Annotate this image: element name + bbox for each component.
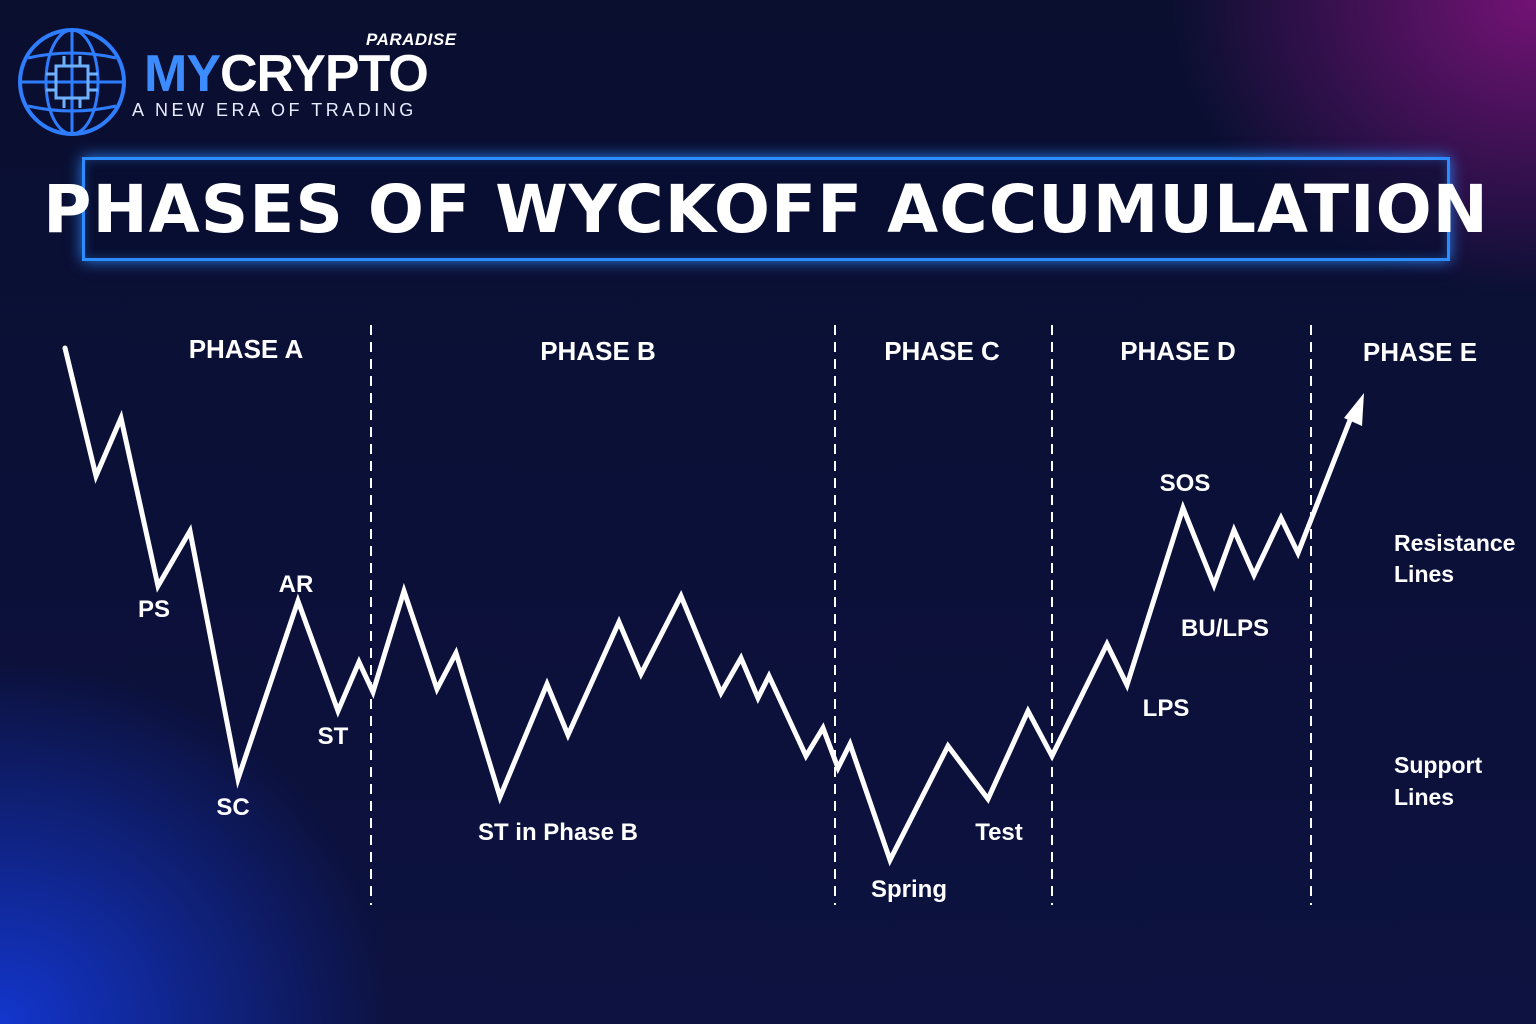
brand-name-part2: CRYPTO <box>220 45 429 103</box>
event-label-sos: SOS <box>1160 470 1211 497</box>
event-label-test: Test <box>975 819 1023 846</box>
resistance-legend-line2: Lines <box>1394 561 1454 587</box>
phase-label-c: PHASE C <box>884 336 1000 366</box>
event-label-ps: PS <box>138 596 170 623</box>
price-path <box>62 345 1353 867</box>
resistance-legend-line1: Resistance <box>1394 530 1515 556</box>
phase-label-b: PHASE B <box>540 336 656 366</box>
arrow-head-icon <box>1344 393 1364 426</box>
event-label-spring: Spring <box>871 876 947 903</box>
event-label-ar: AR <box>279 571 314 598</box>
phase-label-a: PHASE A <box>189 334 304 364</box>
brand-superscript: PARADISE <box>366 30 457 49</box>
brand-name: MYCRYPTO <box>144 44 429 104</box>
event-label-st: ST <box>318 723 349 750</box>
title-box: PHASES OF WYCKOFF ACCUMULATION <box>43 157 1488 261</box>
brand-logo: PARADISE MYCRYPTO A NEW ERA OF TRADING <box>16 26 456 136</box>
brand-tagline: A NEW ERA OF TRADING <box>132 100 417 120</box>
event-label-st-phase-b: ST in Phase B <box>478 819 638 846</box>
globe-icon <box>18 28 126 136</box>
phase-label-e: PHASE E <box>1363 337 1477 367</box>
event-label-bu-lps: BU/LPS <box>1181 615 1269 642</box>
support-legend-line2: Lines <box>1394 784 1454 810</box>
event-label-lps: LPS <box>1143 695 1190 722</box>
page-title: PHASES OF WYCKOFF ACCUMULATION <box>43 170 1489 248</box>
support-legend-line1: Support <box>1394 752 1482 778</box>
phase-label-d: PHASE D <box>1120 336 1236 366</box>
brand-name-part1: MY <box>144 45 221 103</box>
event-label-sc: SC <box>216 794 249 821</box>
